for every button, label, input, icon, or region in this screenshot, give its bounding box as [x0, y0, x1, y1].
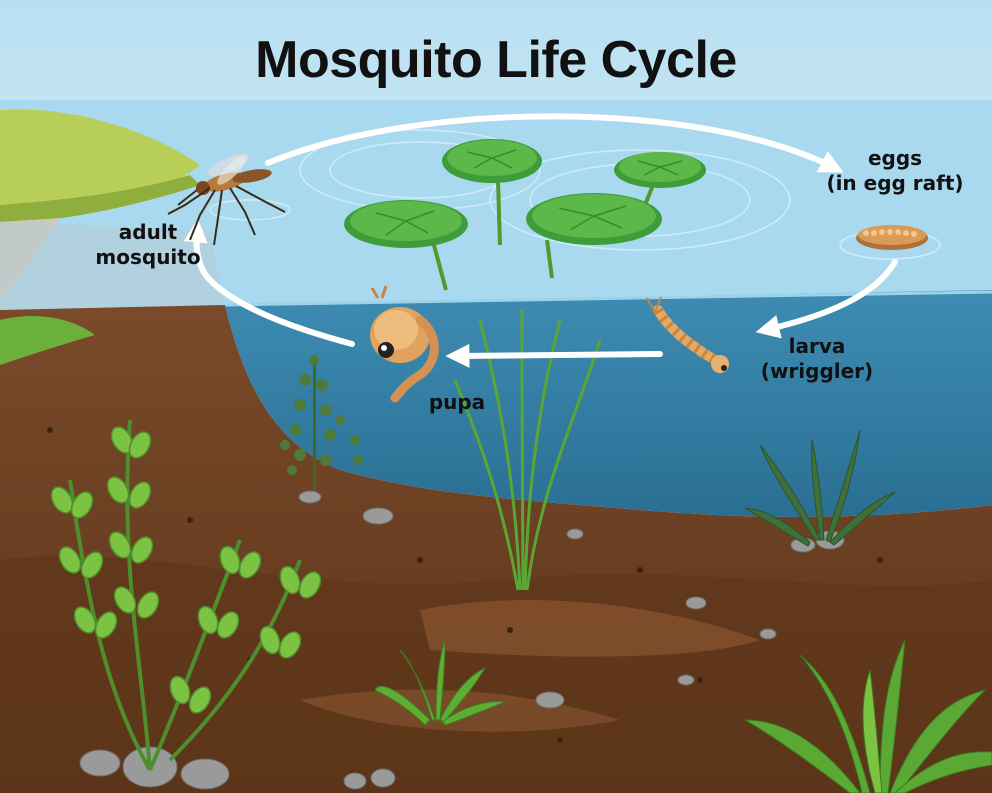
larva-label: larva (wriggler) [742, 334, 892, 384]
eggs-label: eggs (in egg raft) [810, 146, 980, 196]
larva-label-line1: larva [742, 334, 892, 359]
larva-label-line2: (wriggler) [742, 359, 892, 384]
eggs-label-line2: (in egg raft) [810, 171, 980, 196]
adult-label: adult mosquito [78, 220, 218, 270]
pupa-label-line1: pupa [412, 390, 502, 415]
adult-label-line1: adult [78, 220, 218, 245]
adult-label-line2: mosquito [78, 245, 218, 270]
page-title: Mosquito Life Cycle [0, 28, 992, 93]
egg-raft-icon [856, 225, 928, 250]
eggs-label-line1: eggs [810, 146, 980, 171]
pupa-label: pupa [412, 390, 502, 415]
